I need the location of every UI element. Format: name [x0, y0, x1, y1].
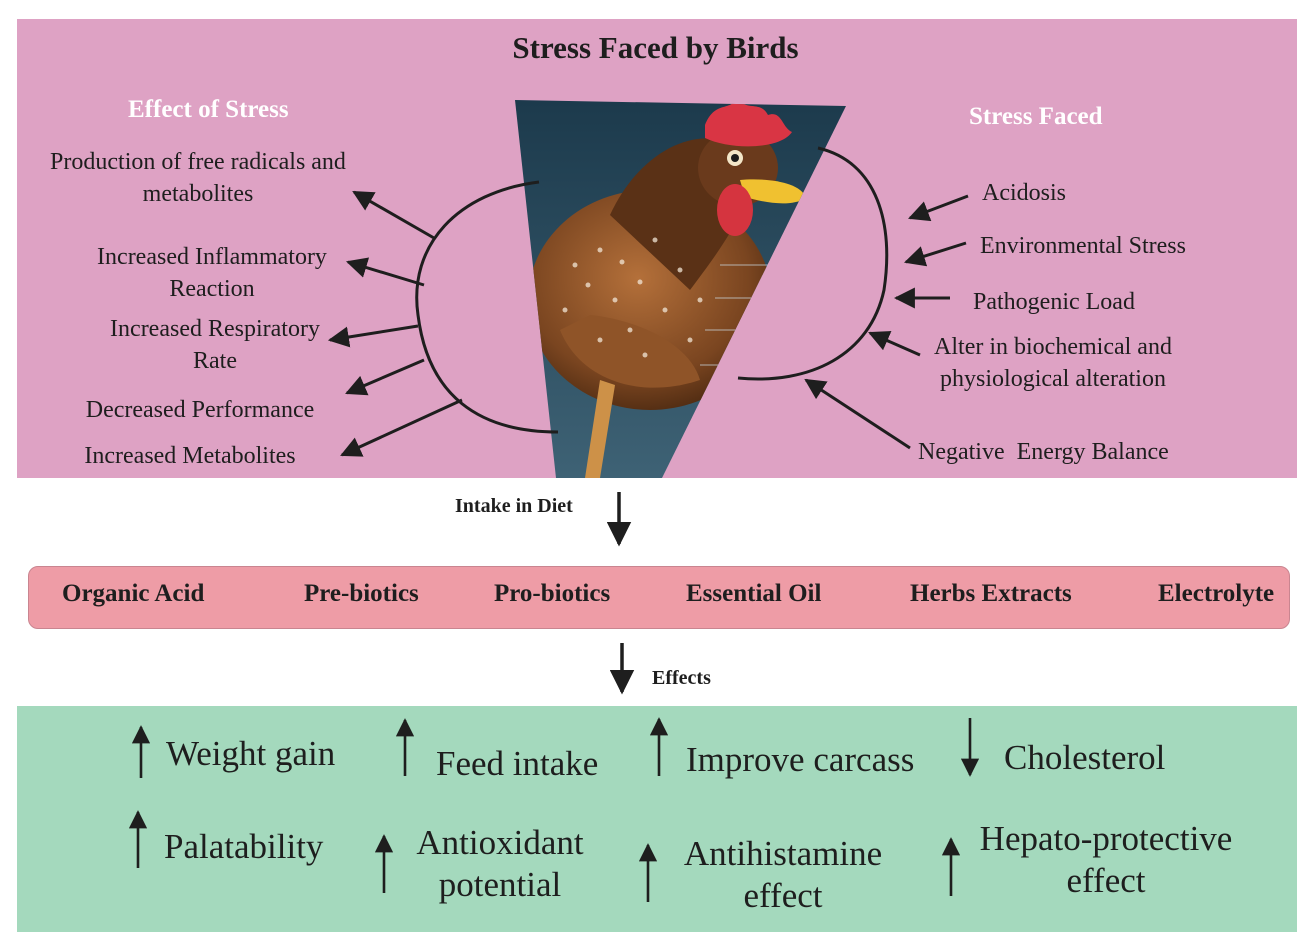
effect-item: Increased Metabolites: [60, 440, 320, 472]
effect-hepatoprotective: Hepato-protective effect: [978, 818, 1234, 902]
effect-arrows: [330, 192, 462, 455]
supplement-item: Herbs Extracts: [910, 580, 1072, 608]
effect-item: Production of free radicals and metaboli…: [36, 146, 360, 210]
effect-cholesterol: Cholesterol: [1004, 737, 1165, 779]
diagram-title: Stress Faced by Birds: [0, 30, 1311, 66]
supplement-item: Pro-biotics: [494, 580, 610, 608]
stress-item: Negative Energy Balance: [918, 436, 1169, 468]
supplement-item: Electrolyte: [1158, 580, 1274, 608]
stress-item: Pathogenic Load: [973, 286, 1135, 318]
intake-label: Intake in Diet: [455, 495, 573, 518]
effect-antihistamine: Antihistamine effect: [672, 833, 894, 917]
stress-item: Acidosis: [982, 177, 1066, 209]
stress-item: Environmental Stress: [980, 230, 1186, 262]
chicken-illustration: [515, 98, 846, 478]
stress-faced-heading: Stress Faced: [969, 103, 1103, 131]
effects-label: Effects: [652, 667, 711, 690]
effect-antioxidant-potential: Antioxidant potential: [405, 822, 595, 906]
effect-feed-intake: Feed intake: [436, 743, 598, 785]
supplement-item: Pre-biotics: [304, 580, 419, 608]
effect-of-stress-heading: Effect of Stress: [128, 96, 289, 124]
effect-item: Increased Respiratory Rate: [110, 313, 320, 377]
supplement-item: Essential Oil: [686, 580, 821, 608]
supplement-item: Organic Acid: [62, 580, 204, 608]
effect-palatability: Palatability: [164, 826, 323, 868]
effect-item: Increased Inflammatory Reaction: [80, 241, 344, 305]
effect-item: Decreased Performance: [60, 394, 340, 426]
effect-weight-gain: Weight gain: [166, 733, 335, 775]
stress-item: Alter in biochemical and physiological a…: [893, 331, 1213, 395]
effect-improve-carcass: Improve carcass: [686, 739, 914, 781]
